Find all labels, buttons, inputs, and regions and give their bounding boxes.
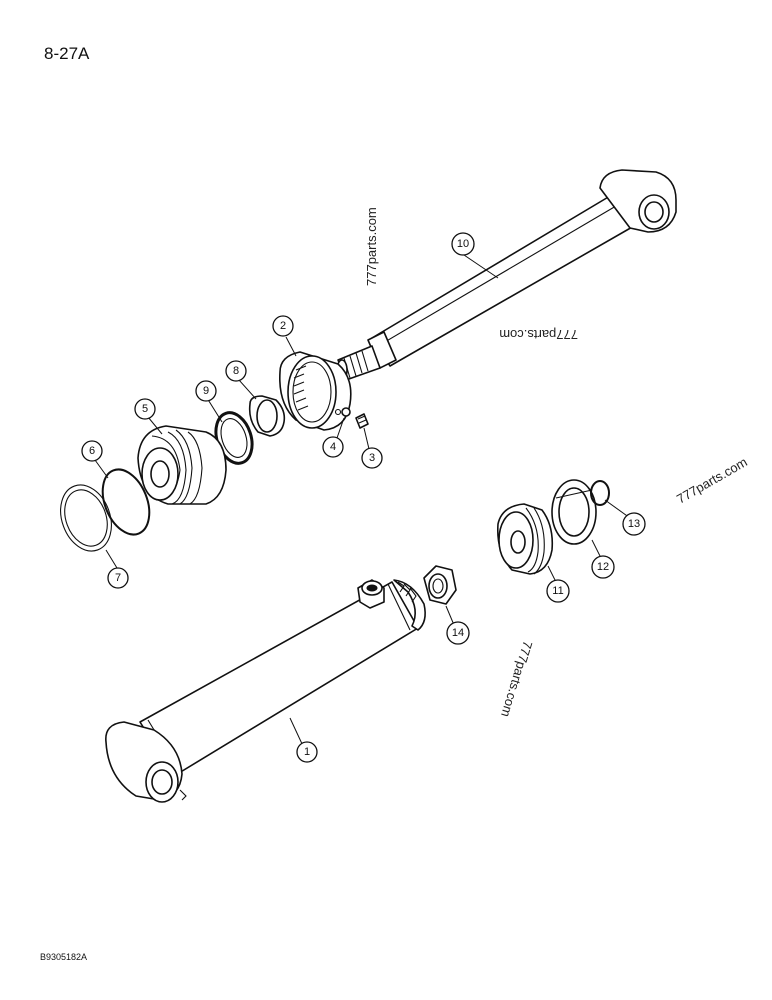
svg-text:13: 13 <box>628 518 640 530</box>
svg-text:10: 10 <box>457 238 469 250</box>
callout-3: 3 <box>361 447 383 469</box>
callout-2: 2 <box>272 315 294 337</box>
callout-9: 9 <box>195 380 217 402</box>
gland-nut[interactable] <box>279 351 352 431</box>
watermark-4: 777parts.com <box>498 639 535 719</box>
piston-wear-ring[interactable] <box>551 479 597 545</box>
piston[interactable] <box>496 503 554 575</box>
callout-5: 5 <box>134 398 156 420</box>
leader-lines <box>94 254 631 747</box>
callout-8: 8 <box>225 360 247 382</box>
wear-ring[interactable] <box>248 395 286 437</box>
svg-text:8: 8 <box>233 365 239 377</box>
svg-text:7: 7 <box>115 572 121 584</box>
svg-text:11: 11 <box>552 585 563 597</box>
backup-ring[interactable] <box>52 478 120 558</box>
page-number: 8-27A <box>44 44 90 63</box>
svg-text:5: 5 <box>142 403 148 415</box>
callout-13: 13 <box>622 512 646 536</box>
watermark-3: 777parts.com <box>674 454 750 506</box>
svg-text:1: 1 <box>304 746 310 758</box>
callout-14: 14 <box>446 621 470 645</box>
small-o-ring[interactable] <box>590 480 610 506</box>
cylinder-barrel[interactable] <box>105 579 426 803</box>
gland[interactable] <box>137 425 227 505</box>
drawing-number: B9305182A <box>40 952 88 962</box>
svg-text:6: 6 <box>89 445 95 457</box>
svg-text:2: 2 <box>280 320 286 332</box>
callout-7: 7 <box>107 567 129 589</box>
svg-text:3: 3 <box>369 452 375 464</box>
watermark-1: 777parts.com <box>364 207 379 286</box>
svg-text:14: 14 <box>452 627 464 639</box>
svg-text:4: 4 <box>330 441 336 453</box>
callout-1: 1 <box>296 741 318 763</box>
callout-4: 4 <box>322 436 344 458</box>
callout-12: 12 <box>591 555 615 579</box>
callout-6: 6 <box>81 440 103 462</box>
watermark-2: 777parts.com <box>499 327 578 342</box>
callout-10: 10 <box>451 232 475 256</box>
set-screw[interactable] <box>355 413 369 429</box>
piston-rod[interactable] <box>336 169 677 381</box>
ball[interactable] <box>341 407 351 417</box>
svg-text:12: 12 <box>597 561 609 573</box>
callout-11: 11 <box>546 579 570 603</box>
svg-text:9: 9 <box>203 385 209 397</box>
lock-nut[interactable] <box>423 565 457 605</box>
o-ring[interactable] <box>94 463 158 542</box>
